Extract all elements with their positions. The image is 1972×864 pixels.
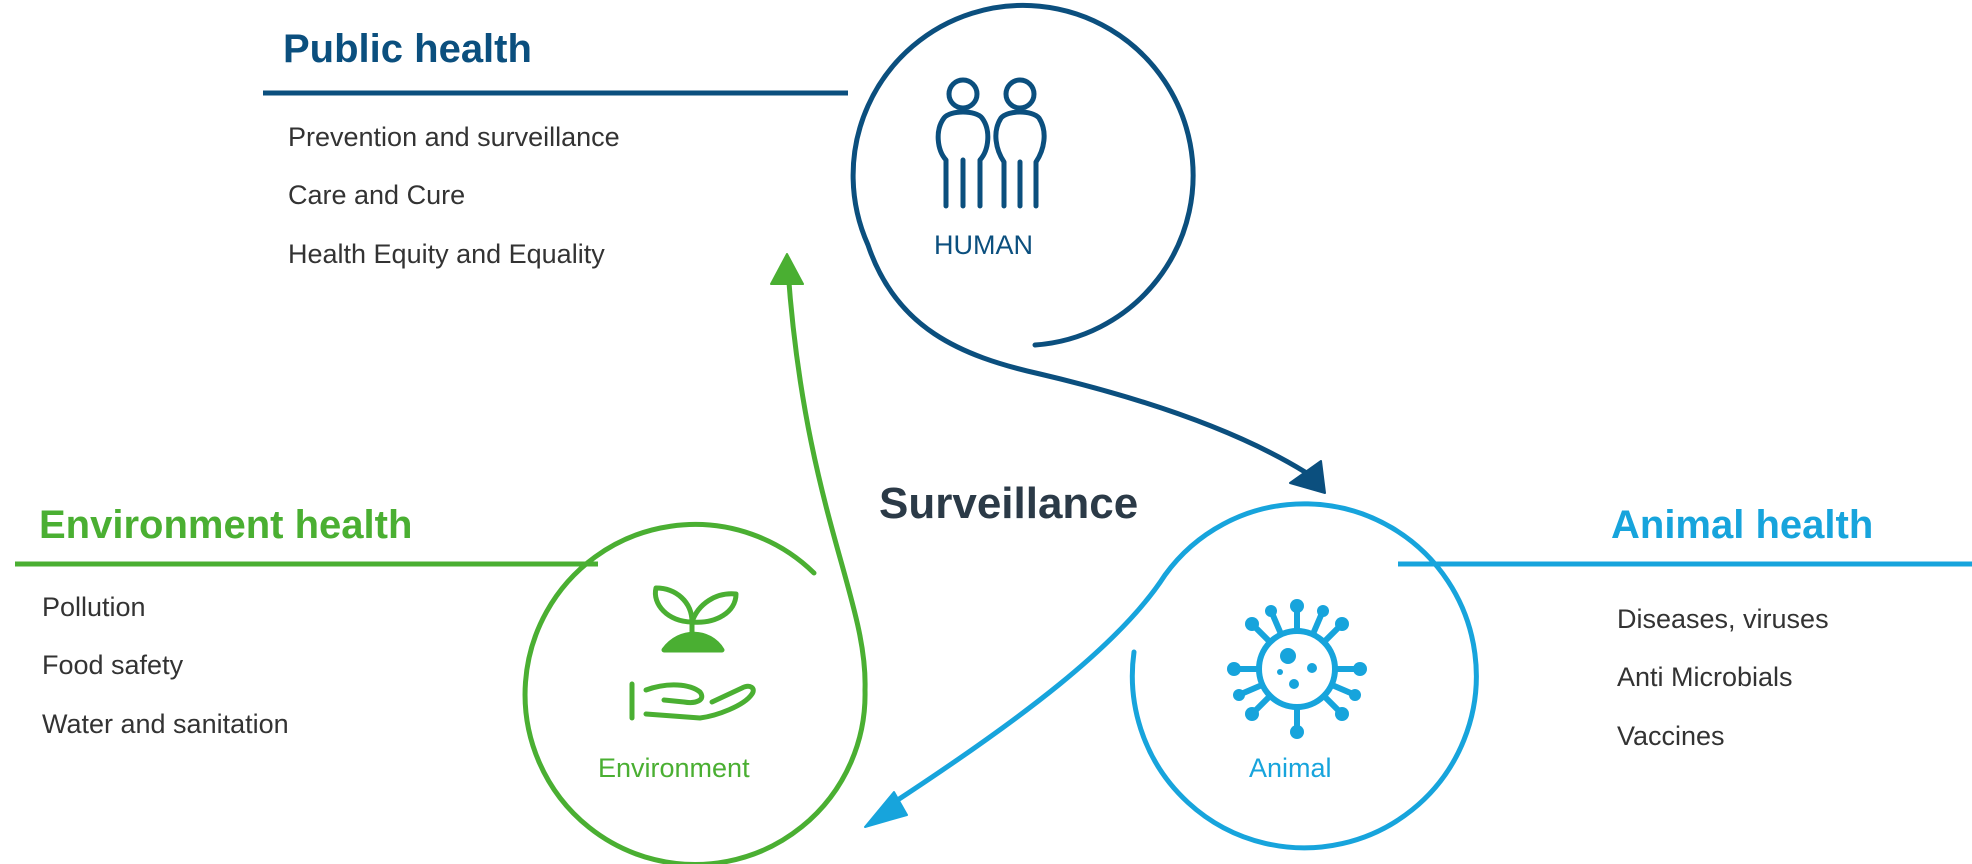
public-health-heading: Public health bbox=[283, 27, 532, 71]
public-health-item-equity: Health Equity and Equality bbox=[288, 239, 605, 269]
animal-node-label: Animal bbox=[1249, 753, 1332, 783]
people-icon bbox=[935, 77, 1047, 209]
animal-health-item-vaccines: Vaccines bbox=[1617, 721, 1725, 751]
environment-health-item-food: Food safety bbox=[42, 650, 184, 680]
animal-health-item-diseases: Diseases, viruses bbox=[1617, 604, 1829, 634]
environment-health-heading: Environment health bbox=[39, 503, 413, 547]
human-node-label: HUMAN bbox=[934, 230, 1033, 260]
animal-health-item-antimicrobials: Anti Microbials bbox=[1617, 662, 1793, 692]
environment-arrow-head bbox=[770, 253, 804, 285]
surveillance-label: Surveillance bbox=[879, 479, 1139, 528]
animal-node-circle bbox=[887, 501, 1479, 851]
environment-health-item-water: Water and sanitation bbox=[42, 709, 289, 739]
animal-health-heading: Animal health bbox=[1611, 503, 1874, 547]
public-health-item-prevention: Prevention and surveillance bbox=[288, 122, 620, 152]
environment-node-circle bbox=[522, 267, 868, 864]
animal-arrow-head bbox=[864, 791, 908, 828]
human-arrow-head bbox=[1289, 460, 1326, 494]
environment-node-label: Environment bbox=[598, 753, 750, 783]
virus-icon bbox=[1227, 599, 1367, 739]
animal-node bbox=[864, 501, 1479, 851]
public-health-item-care: Care and Cure bbox=[288, 180, 466, 210]
human-node-circle bbox=[850, 2, 1308, 475]
environment-health-item-pollution: Pollution bbox=[42, 592, 146, 622]
environment-node bbox=[522, 253, 868, 864]
plant-in-hand-icon bbox=[629, 585, 756, 721]
human-node bbox=[850, 2, 1326, 494]
